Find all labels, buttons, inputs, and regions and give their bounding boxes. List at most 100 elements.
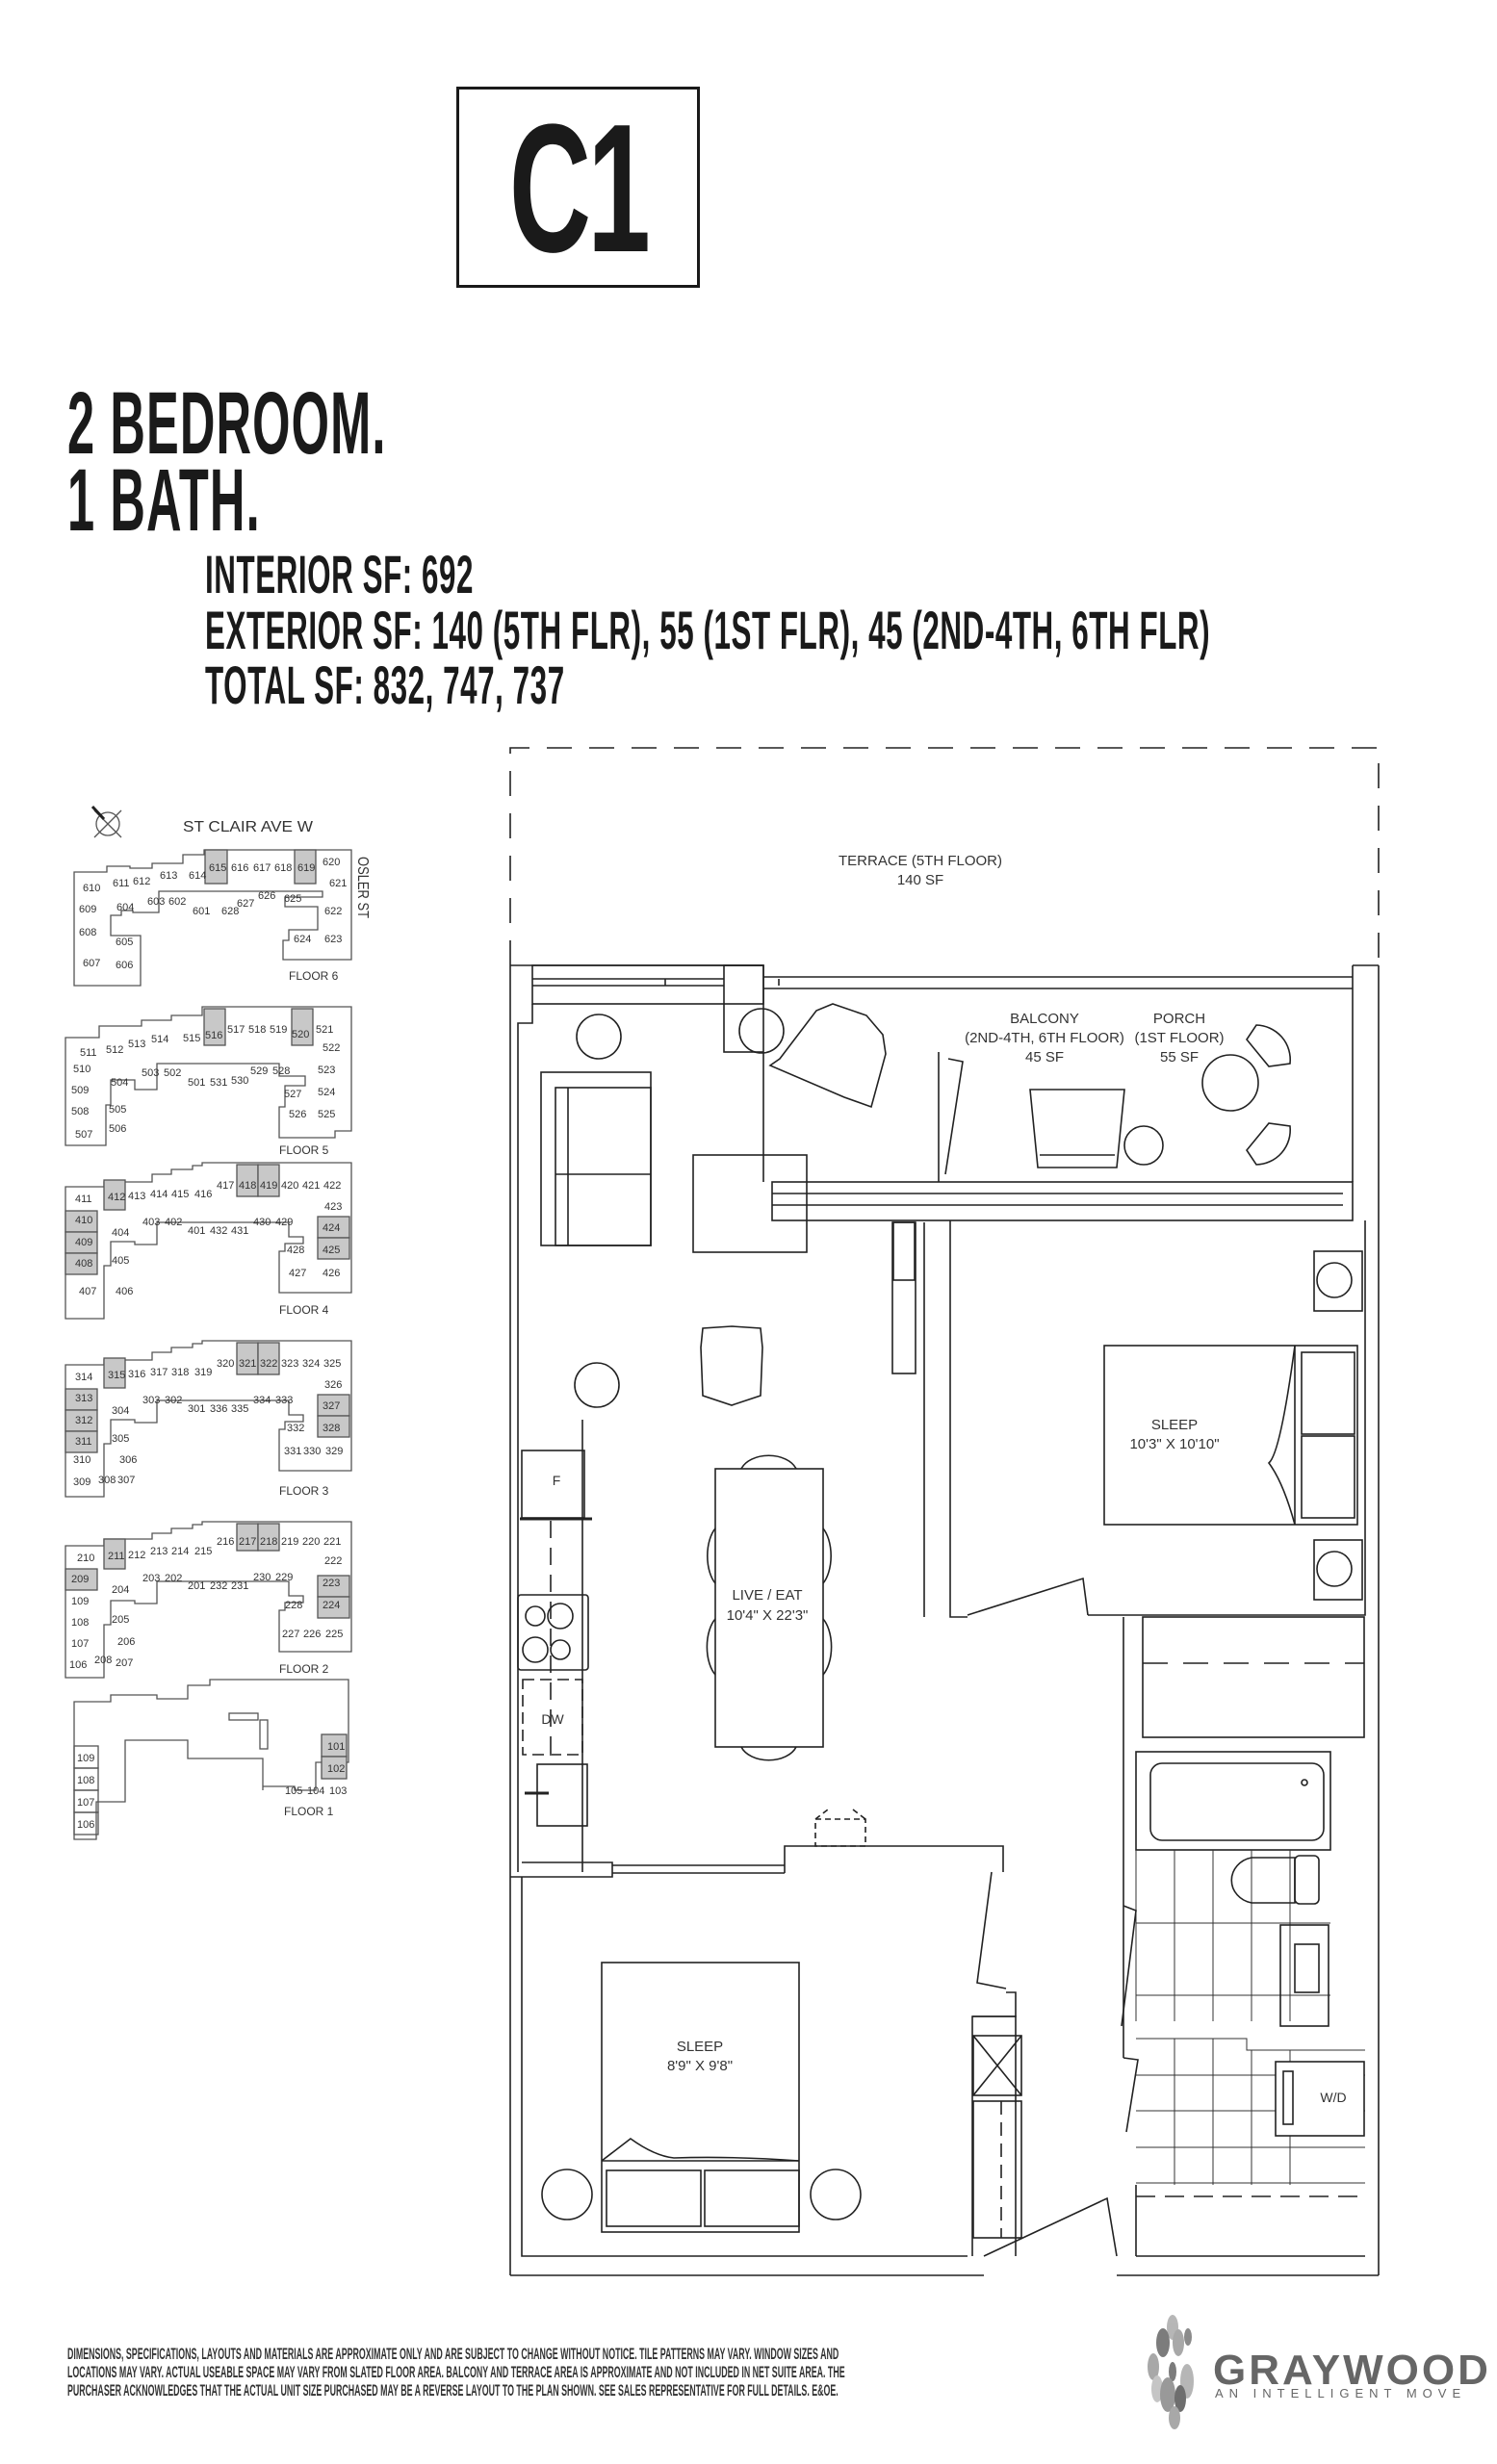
nightstand-icon — [541, 2169, 593, 2220]
svg-text:606: 606 — [116, 960, 133, 971]
svg-text:104: 104 — [307, 1785, 324, 1797]
suite-code-box: C1 — [456, 87, 700, 288]
porch-floors: (1ST FLOOR) — [1134, 1030, 1224, 1046]
svg-text:328: 328 — [323, 1423, 340, 1434]
svg-text:302: 302 — [165, 1395, 182, 1406]
live-eat-dims: 10'4" X 22'3" — [727, 1607, 809, 1624]
svg-text:218: 218 — [260, 1536, 277, 1548]
logo-tagline: AN INTELLIGENT MOVE — [1215, 2386, 1467, 2400]
svg-text:213: 213 — [150, 1546, 168, 1557]
svg-text:314: 314 — [75, 1372, 92, 1383]
porch-chair-icon — [1246, 1122, 1292, 1166]
svg-text:509: 509 — [71, 1085, 89, 1096]
svg-text:430: 430 — [253, 1217, 271, 1228]
svg-text:211: 211 — [108, 1551, 125, 1562]
svg-text:305: 305 — [112, 1433, 129, 1445]
svg-text:219: 219 — [281, 1536, 298, 1548]
svg-text:428: 428 — [287, 1245, 304, 1256]
svg-text:102: 102 — [327, 1763, 345, 1775]
svg-text:101: 101 — [327, 1741, 345, 1753]
svg-text:628: 628 — [221, 906, 239, 917]
svg-text:319: 319 — [194, 1367, 212, 1378]
bedroom-count: 2 BEDROOM. — [67, 374, 387, 473]
sleep-2-label: SLEEP — [677, 2039, 723, 2055]
svg-text:FLOOR 6: FLOOR 6 — [289, 969, 339, 983]
street-label-top: ST CLAIR AVE W — [183, 819, 314, 835]
svg-text:417: 417 — [217, 1180, 234, 1192]
coffee-table-icon — [692, 1154, 808, 1253]
svg-text:614: 614 — [189, 870, 206, 882]
svg-text:412: 412 — [108, 1192, 125, 1203]
svg-text:FLOOR 3: FLOOR 3 — [279, 1484, 329, 1498]
disclaimer: DIMENSIONS, SPECIFICATIONS, LAYOUTS AND … — [67, 2345, 1155, 2400]
suite-code: C1 — [508, 87, 651, 291]
svg-text:602: 602 — [168, 896, 186, 908]
svg-text:FLOOR 1: FLOOR 1 — [284, 1805, 334, 1818]
svg-text:514: 514 — [151, 1034, 168, 1045]
vanity-icon — [1279, 1924, 1329, 2027]
graywood-leaf-logo-icon — [1148, 2315, 1194, 2429]
svg-text:317: 317 — [150, 1367, 168, 1378]
svg-text:609: 609 — [79, 904, 96, 915]
svg-text:108: 108 — [71, 1617, 89, 1629]
svg-text:207: 207 — [116, 1657, 133, 1669]
svg-text:313: 313 — [75, 1393, 92, 1404]
toilet-icon — [1230, 1857, 1296, 1904]
svg-text:326: 326 — [324, 1379, 342, 1391]
disclaimer-line: DIMENSIONS, SPECIFICATIONS, LAYOUTS AND … — [67, 2345, 839, 2363]
washer-dryer-label: W/D — [1320, 2090, 1346, 2105]
balcony-floors: (2ND-4TH, 6TH FLOOR) — [965, 1030, 1124, 1046]
svg-text:413: 413 — [128, 1191, 145, 1202]
porch-chair-icon — [1246, 1024, 1292, 1067]
closet-door-icon — [976, 1871, 1007, 1989]
disclaimer-line: LOCATIONS MAY VARY. ACTUAL USEABLE SPACE… — [67, 2363, 845, 2381]
svg-text:308: 308 — [98, 1475, 116, 1486]
svg-text:522: 522 — [323, 1042, 340, 1054]
svg-text:623: 623 — [324, 934, 342, 945]
svg-text:502: 502 — [164, 1067, 181, 1079]
svg-text:506: 506 — [109, 1123, 126, 1135]
bed-icon — [601, 1962, 800, 2233]
kitchen: F DW — [517, 1420, 592, 1872]
street-label-side: OSLER ST — [354, 857, 371, 918]
svg-text:419: 419 — [260, 1180, 277, 1192]
svg-text:621: 621 — [329, 878, 347, 889]
svg-text:329: 329 — [325, 1446, 343, 1457]
svg-text:503: 503 — [142, 1067, 159, 1079]
sleep-2-dims: 8'9" X 9'8" — [667, 2058, 733, 2074]
nightstand-icon — [1313, 1539, 1363, 1601]
total-sf: TOTAL SF: 832, 747, 737 — [205, 654, 565, 715]
svg-text:212: 212 — [128, 1550, 145, 1561]
svg-text:327: 327 — [323, 1400, 340, 1412]
svg-text:FLOOR 5: FLOOR 5 — [279, 1143, 329, 1157]
bathroom — [1121, 1751, 1331, 2027]
svg-text:607: 607 — [83, 958, 100, 969]
svg-text:601: 601 — [193, 906, 210, 917]
svg-text:613: 613 — [160, 870, 177, 882]
svg-text:605: 605 — [116, 937, 133, 948]
svg-text:201: 201 — [188, 1580, 205, 1592]
svg-text:203: 203 — [142, 1573, 160, 1584]
svg-text:415: 415 — [171, 1189, 189, 1200]
svg-text:401: 401 — [188, 1225, 205, 1237]
svg-text:432: 432 — [210, 1225, 227, 1237]
balcony-chair-icon — [1029, 1089, 1125, 1168]
cooktop-icon — [517, 1594, 589, 1671]
svg-text:626: 626 — [258, 890, 275, 902]
disclaimer-line: PURCHASER ACKNOWLEDGES THAT THE ACTUAL U… — [67, 2381, 839, 2400]
svg-text:518: 518 — [248, 1024, 266, 1036]
side-table-icon — [576, 1014, 622, 1060]
svg-text:214: 214 — [171, 1546, 189, 1557]
living-furniture — [540, 1003, 925, 1617]
svg-text:301: 301 — [188, 1403, 205, 1415]
svg-text:526: 526 — [289, 1109, 306, 1120]
svg-text:510: 510 — [73, 1064, 90, 1075]
svg-text:323: 323 — [281, 1358, 298, 1370]
bedroom-2: SLEEP 8'9" X 9'8" — [510, 1809, 1118, 2257]
svg-text:322: 322 — [260, 1358, 277, 1370]
svg-text:604: 604 — [116, 902, 134, 913]
porch-area-value: 55 SF — [1160, 1049, 1199, 1065]
